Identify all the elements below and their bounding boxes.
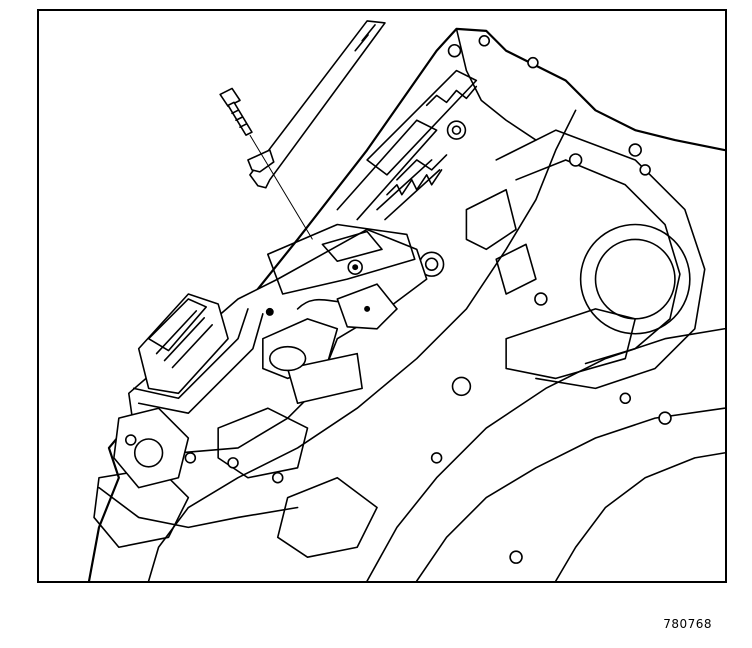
illustration-frame [37, 9, 727, 583]
transmission-case [87, 27, 725, 581]
figure-code: 780768 [663, 617, 712, 631]
case-bolts [418, 35, 672, 564]
electrical-connector [132, 293, 264, 414]
pressure-switch-assembly [262, 283, 398, 405]
special-tool-strip [247, 20, 386, 189]
detent-spring [376, 159, 443, 221]
transmission-illustration [87, 20, 725, 581]
lower-housing [98, 407, 309, 529]
retaining-bolt [219, 87, 313, 240]
